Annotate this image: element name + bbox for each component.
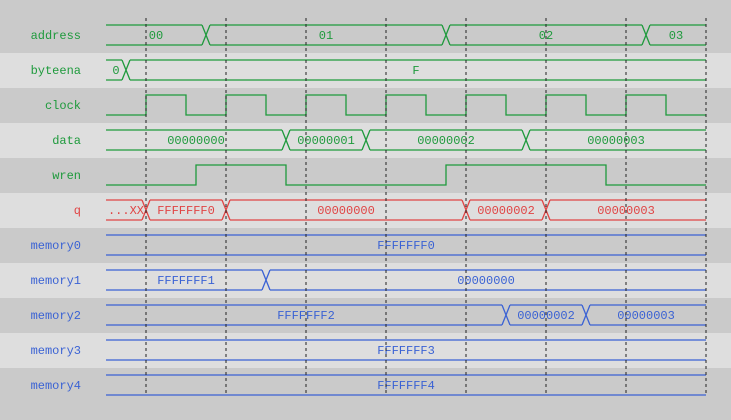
signal-name-address[interactable]: address [31,29,81,43]
segment-value-q: 00000002 [477,204,535,218]
signal-name-q[interactable]: q [74,204,81,218]
segment-byteena-1 [121,59,706,81]
segment-value-memory1: 00000000 [457,274,515,288]
segment-value-memory4: FFFFFFF4 [377,379,435,393]
trace-clock [106,94,706,116]
segment-value-memory2: FFFFFFF2 [277,309,335,323]
row-band-address [0,0,731,53]
segment-value-memory2: 00000003 [617,309,675,323]
segment-byteena-0 [106,59,122,81]
row-band-byteena [0,53,731,88]
signal-names: address byteena clock data wren q memory0 memor… [31,29,81,393]
segment-value-data: 00000000 [167,134,225,148]
segment-value-address: 01 [319,29,333,43]
signal-name-memory2[interactable]: memory2 [31,309,81,323]
segment-memory1-1 [261,269,706,291]
segment-address-0 [106,24,202,46]
row-band-clock [0,88,731,123]
segment-value-memory2: 00000002 [517,309,575,323]
signal-name-memory1[interactable]: memory1 [31,274,81,288]
segment-value-address: 03 [669,29,683,43]
trace-wren [106,164,706,186]
segment-value-q: 00000000 [317,204,375,218]
segment-value-byteena: F [412,64,419,78]
segment-value-q: FFFFFFF0 [157,204,215,218]
segment-address-3 [641,24,706,46]
signal-name-byteena[interactable]: byteena [31,64,81,78]
row-band-memory0 [0,228,731,263]
signal-name-memory3[interactable]: memory3 [31,344,81,358]
segment-value-data: 00000002 [417,134,475,148]
segment-memory2-2 [581,304,706,326]
signal-name-memory4[interactable]: memory4 [31,379,81,393]
row-band-wren [0,158,731,193]
segment-q-0 [106,199,142,221]
segment-memory0-0 [106,234,706,256]
signal-name-data[interactable]: data [52,134,81,148]
segment-memory2-0 [106,304,502,326]
row-band-memory2 [0,298,731,333]
segment-memory1-0 [106,269,262,291]
row-band-q [0,193,731,228]
signal-name-wren[interactable]: wren [52,169,81,183]
segment-data-3 [521,129,706,151]
clock-gridlines [145,18,707,395]
row-band-memory4 [0,368,731,420]
segment-data-1 [281,129,362,151]
row-band-memory1 [0,263,731,298]
segment-value-memory3: FFFFFFF3 [377,344,435,358]
segment-value-memory1: FFFFFFF1 [157,274,215,288]
segment-value-q: ...XX [108,204,144,218]
signal-name-memory0[interactable]: memory0 [31,239,81,253]
row-band-memory3 [0,333,731,368]
segment-memory3-0 [106,339,706,361]
segment-value-data: 00000003 [587,134,645,148]
segment-value-address: 00 [149,29,163,43]
segment-data-2 [361,129,522,151]
segment-address-1 [201,24,442,46]
segment-memory4-0 [106,374,706,396]
segment-value-memory0: FFFFFFF0 [377,239,435,253]
signal-name-clock[interactable]: clock [45,99,81,113]
segment-value-data: 00000001 [297,134,355,148]
segment-data-0 [106,129,282,151]
segment-value-byteena: 0 [112,64,119,78]
